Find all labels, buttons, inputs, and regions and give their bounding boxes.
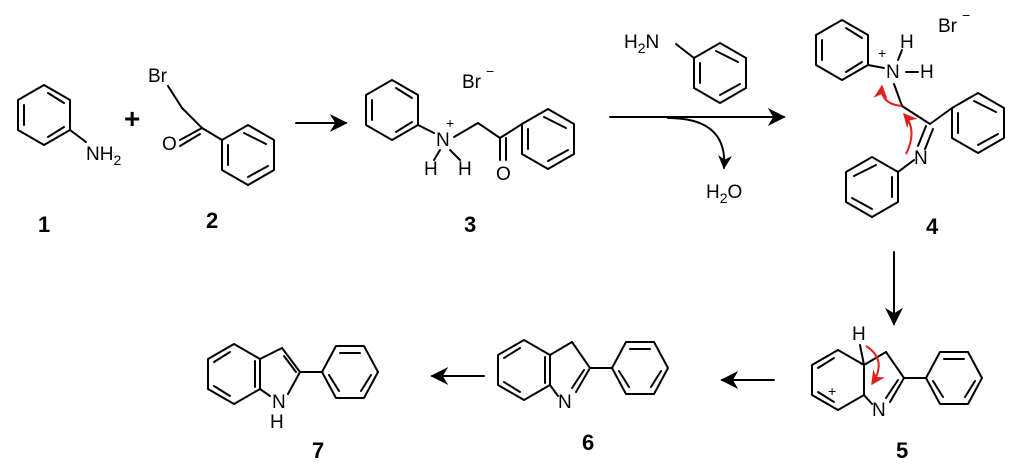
compound-label-5: 5: [896, 438, 908, 463]
oxygen-label: O: [496, 164, 511, 185]
positive-charge: +: [828, 383, 836, 399]
hydrogen-label: H: [458, 159, 472, 180]
amine-label: H2N: [624, 32, 659, 56]
benzene-ring: [365, 79, 419, 141]
compound-1-aniline: NH2: [17, 84, 121, 168]
hydrogen-label: H: [852, 324, 866, 345]
compound-4-imine: N + H H N Br −: [815, 7, 1005, 218]
water-elimination-arrow: [667, 117, 732, 170]
benzene-ring: [845, 156, 899, 218]
benzene-ring: [693, 42, 747, 104]
amine-label: NH2: [86, 144, 121, 168]
benzene-ring: [521, 108, 575, 170]
reagent-aniline: H2N: [624, 32, 747, 104]
positive-charge: +: [446, 115, 454, 131]
compound-label-1: 1: [38, 212, 50, 237]
benzene-ring: [221, 124, 275, 186]
nitrogen-label: N: [272, 392, 286, 413]
compound-6-3h-indole: N: [497, 339, 669, 413]
benzene-ring: [925, 351, 983, 405]
oxygen-label: O: [162, 134, 177, 155]
benzene-ring: [17, 84, 71, 146]
nitrogen-label: N: [872, 400, 886, 421]
compound-5-intermediate: + N H: [811, 324, 983, 421]
bromide-counterion: Br: [938, 16, 958, 37]
hydrogen-label: H: [900, 32, 914, 53]
compound-2-phenacyl-bromide: Br O: [148, 66, 275, 186]
electron-push-arrow: [903, 112, 918, 155]
imine-nitrogen-label: N: [914, 148, 928, 169]
six-membered-ring: [811, 349, 865, 411]
hydrogen-label: H: [920, 62, 934, 83]
hydrogen-label: H: [424, 159, 438, 180]
compound-label-3: 3: [464, 212, 476, 237]
water-label: H2O: [706, 182, 742, 206]
bromine-label: Br: [148, 66, 168, 87]
compound-label-7: 7: [312, 438, 324, 463]
benzene-ring: [207, 343, 261, 405]
compound-3-ammonium-ketone: N + H H O Br −: [365, 63, 575, 185]
benzene-ring: [321, 345, 379, 399]
compound-7-2-phenylindole: N H: [207, 343, 379, 433]
compound-label-6: 6: [582, 430, 594, 455]
benzene-ring: [611, 341, 669, 395]
electron-push-arrow: [873, 84, 903, 107]
nitrogen-label: N: [436, 130, 450, 151]
compound-label-4: 4: [926, 214, 939, 239]
benzene-ring: [497, 339, 551, 401]
nitrogen-label: N: [558, 392, 572, 413]
benzene-ring: [815, 19, 869, 81]
positive-charge: +: [878, 45, 886, 61]
compound-label-2: 2: [206, 208, 218, 233]
nitrogen-label: N: [886, 62, 900, 83]
hydrogen-label: H: [270, 412, 284, 433]
benzene-ring: [951, 92, 1005, 154]
electron-push-arrow: [865, 345, 885, 386]
bromide-counterion: Br: [462, 72, 482, 93]
negative-charge: −: [486, 63, 494, 79]
plus-sign: +: [124, 103, 140, 134]
negative-charge: −: [962, 7, 970, 23]
